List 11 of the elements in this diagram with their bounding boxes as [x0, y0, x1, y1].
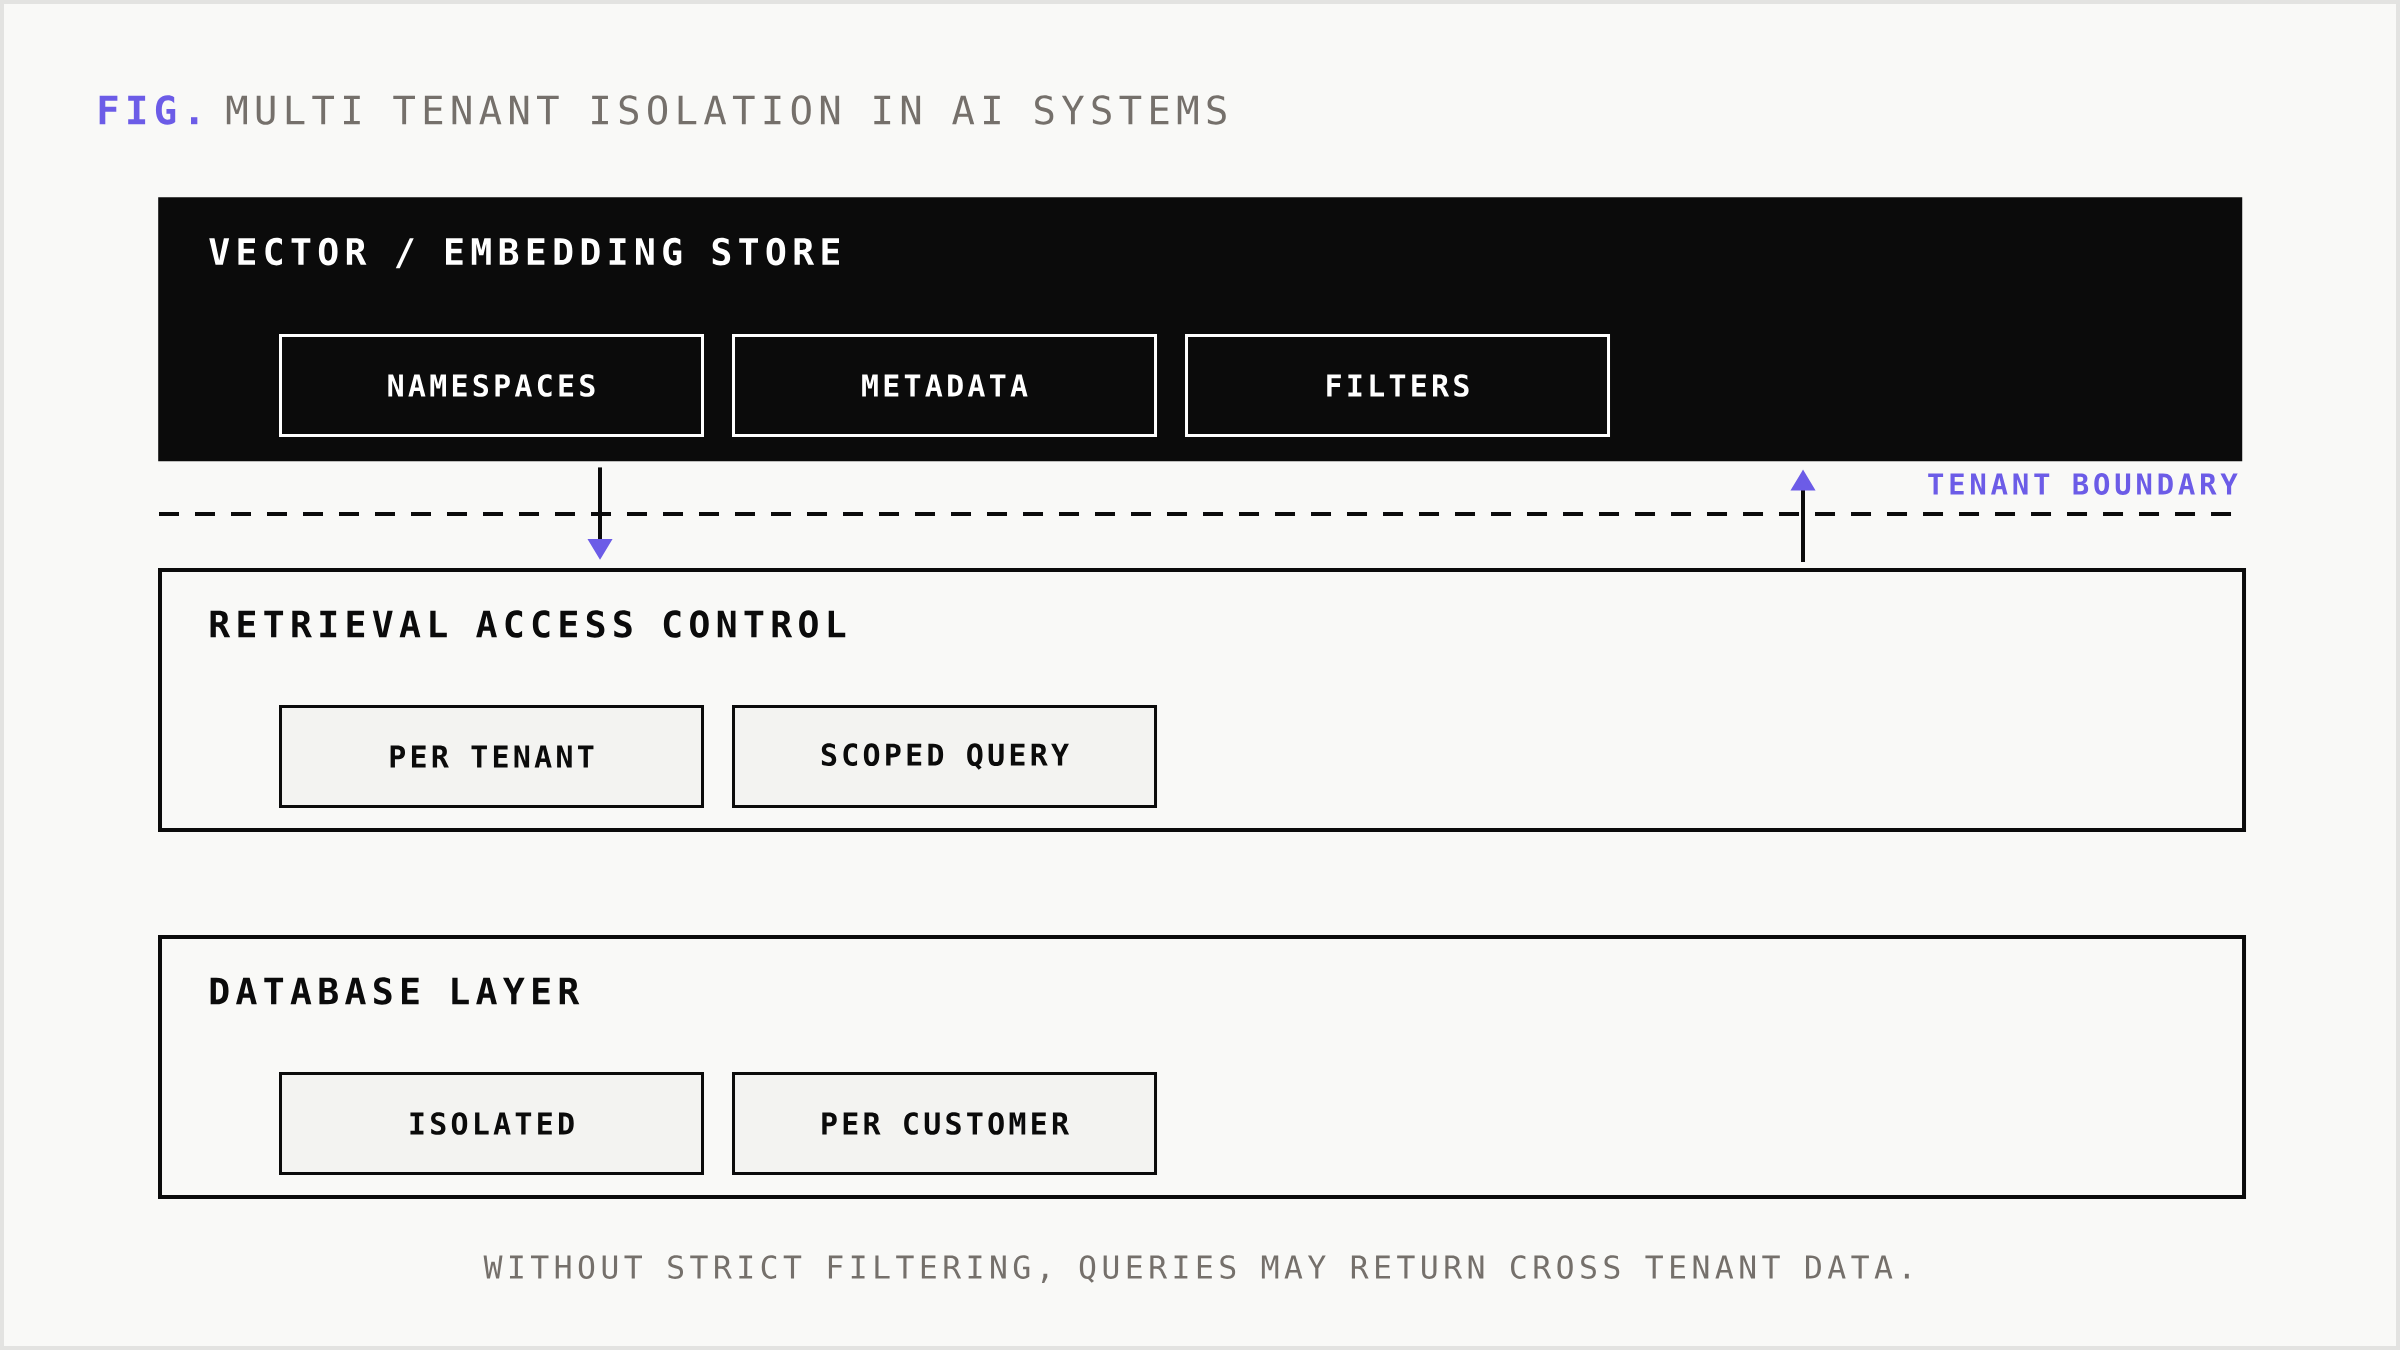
label-box: SCOPED QUERY	[732, 705, 1157, 808]
boundary-label: TENANT BOUNDARY	[1928, 473, 2238, 495]
figure-title: MULTI TENANT ISOLATION IN AI SYSTEMS	[226, 95, 1226, 125]
label-box: METADATA	[732, 334, 1157, 437]
label-box: NAMESPACES	[279, 334, 704, 437]
label-box: ISOLATED	[279, 1072, 704, 1175]
label-box: PER CUSTOMER	[732, 1072, 1157, 1175]
figure-label: FIG.	[99, 95, 198, 125]
caption: WITHOUT STRICT FILTERING, QUERIES MAY RETURN CROSS TENANT DATA.	[483, 1255, 1909, 1283]
label-box: PER TENANT	[279, 705, 704, 808]
label-box: FILTERS	[1185, 334, 1610, 437]
